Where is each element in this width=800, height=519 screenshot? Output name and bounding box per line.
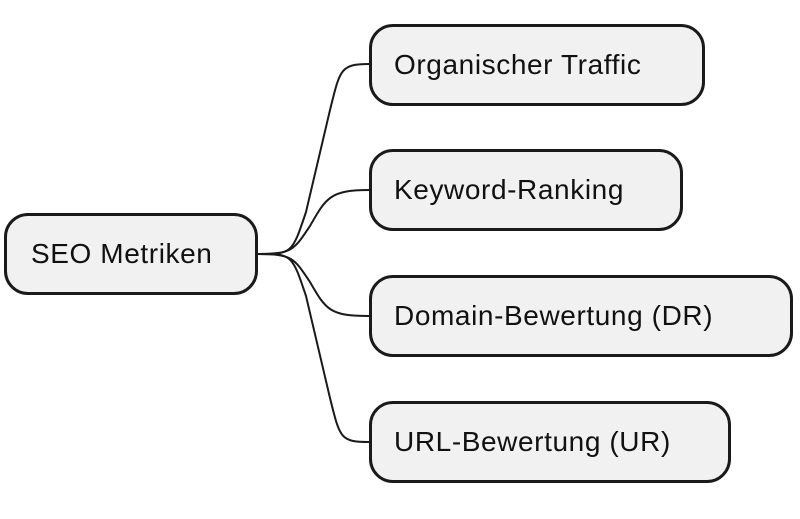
root-node-label: SEO Metriken [31,238,213,269]
node-label: URL-Bewertung (UR) [394,426,671,457]
node-url-bewertung: URL-Bewertung (UR) [369,401,731,483]
node-label: Keyword-Ranking [394,174,624,205]
root-node-seo-metriken: SEO Metriken [4,213,258,295]
node-label: Organischer Traffic [394,49,642,80]
node-keyword-ranking: Keyword-Ranking [369,149,683,231]
node-domain-bewertung: Domain-Bewertung (DR) [369,275,793,357]
connector-keyword-ranking [257,189,370,255]
connector-organischer-traffic [257,63,370,255]
node-organischer-traffic: Organischer Traffic [369,24,705,106]
node-label: Domain-Bewertung (DR) [394,300,714,331]
connector-url-bewertung [257,253,370,443]
connector-domain-bewertung [257,253,370,317]
